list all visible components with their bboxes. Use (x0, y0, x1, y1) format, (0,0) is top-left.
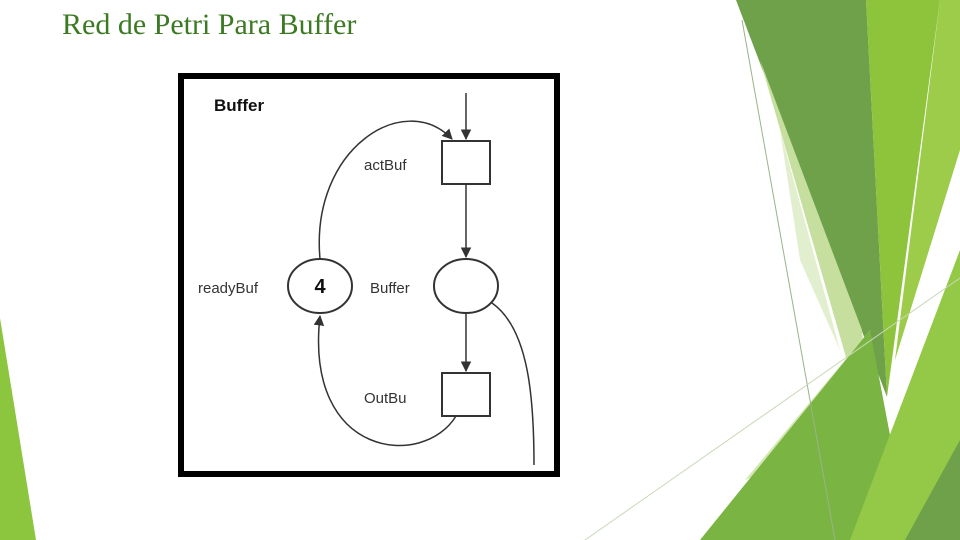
place-Buffer (433, 258, 499, 314)
transition-OutBu (441, 372, 491, 417)
transition-label-OutBu: OutBu (364, 390, 407, 407)
arc-OutBu-readyBuf (313, 314, 457, 447)
arc-Buffer-output (491, 302, 535, 466)
place-label-readyBuf: readyBuf (198, 280, 259, 297)
diagram-title: Buffer (214, 96, 264, 115)
arc-readyBuf-actBuf (318, 120, 453, 260)
place-token-count: 4 (314, 276, 326, 298)
slide-title: Red de Petri Para Buffer (62, 8, 357, 41)
petri-net-figure: Buffer actBuf OutBu 4 readyBuf Buffer (178, 73, 560, 477)
transition-label-actBuf: actBuf (364, 157, 407, 174)
transition-actBuf (441, 140, 491, 185)
place-label-Buffer: Buffer (370, 280, 410, 297)
